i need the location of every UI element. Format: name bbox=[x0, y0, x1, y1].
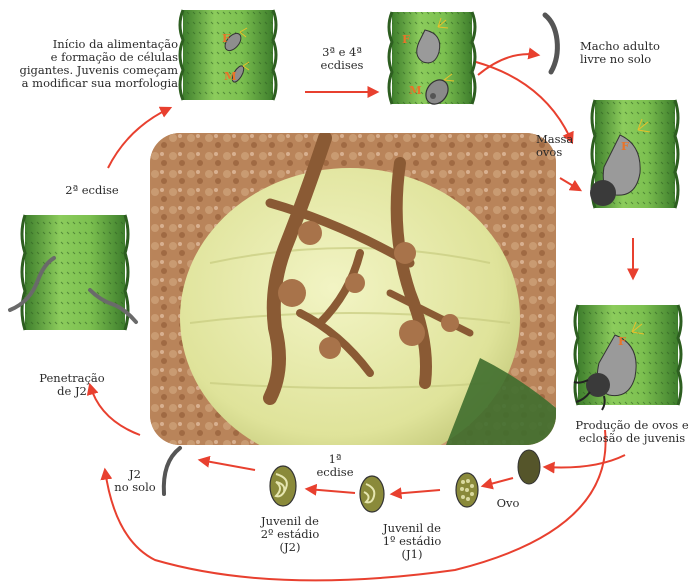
label-egg-production: Produção de ovos e eclosão de juvenis bbox=[572, 419, 692, 445]
egg-large bbox=[518, 450, 540, 484]
marker-female: F bbox=[402, 33, 410, 46]
marker-female: F bbox=[621, 140, 629, 153]
root-section-egg-mass bbox=[590, 100, 678, 208]
label-j1-stage: Juvenil de 1º estádio (J1) bbox=[372, 522, 452, 561]
marker-male: M bbox=[224, 70, 237, 83]
marker-female: F bbox=[618, 335, 626, 348]
egg-j1 bbox=[360, 476, 384, 512]
photo-illustration bbox=[150, 133, 556, 445]
label-molts-3-4: 3ª e 4ª ecdises bbox=[302, 46, 382, 72]
adult-male-worm bbox=[545, 15, 557, 72]
j2-soil-worm bbox=[164, 448, 180, 494]
root-section-molts bbox=[389, 12, 475, 108]
label-molt-2: 2ª ecdise bbox=[52, 184, 132, 197]
label-j2-stage: Juvenil de 2º estádio (J2) bbox=[250, 515, 330, 554]
root-section-feeding bbox=[180, 10, 276, 100]
label-egg-mass: Massa ovos bbox=[536, 133, 573, 159]
label-adult-male: Macho adulto livre no solo bbox=[580, 40, 660, 66]
root-section-egg-production bbox=[574, 305, 681, 410]
label-molt-1: 1ª ecdise bbox=[315, 453, 355, 479]
label-feeding-start: Início da alimentação e formação de célu… bbox=[8, 38, 178, 90]
root-section-penetration bbox=[10, 215, 136, 330]
label-penetration: Penetração de J2 bbox=[22, 372, 122, 398]
label-j2-soil: J2 no solo bbox=[105, 468, 165, 494]
label-egg: Ovo bbox=[488, 497, 528, 510]
marker-female: F bbox=[222, 32, 230, 45]
photo-melon-galled-roots bbox=[150, 133, 556, 445]
egg-with-embryos bbox=[456, 473, 478, 507]
egg-j2 bbox=[270, 466, 296, 506]
marker-male: M bbox=[409, 84, 422, 97]
